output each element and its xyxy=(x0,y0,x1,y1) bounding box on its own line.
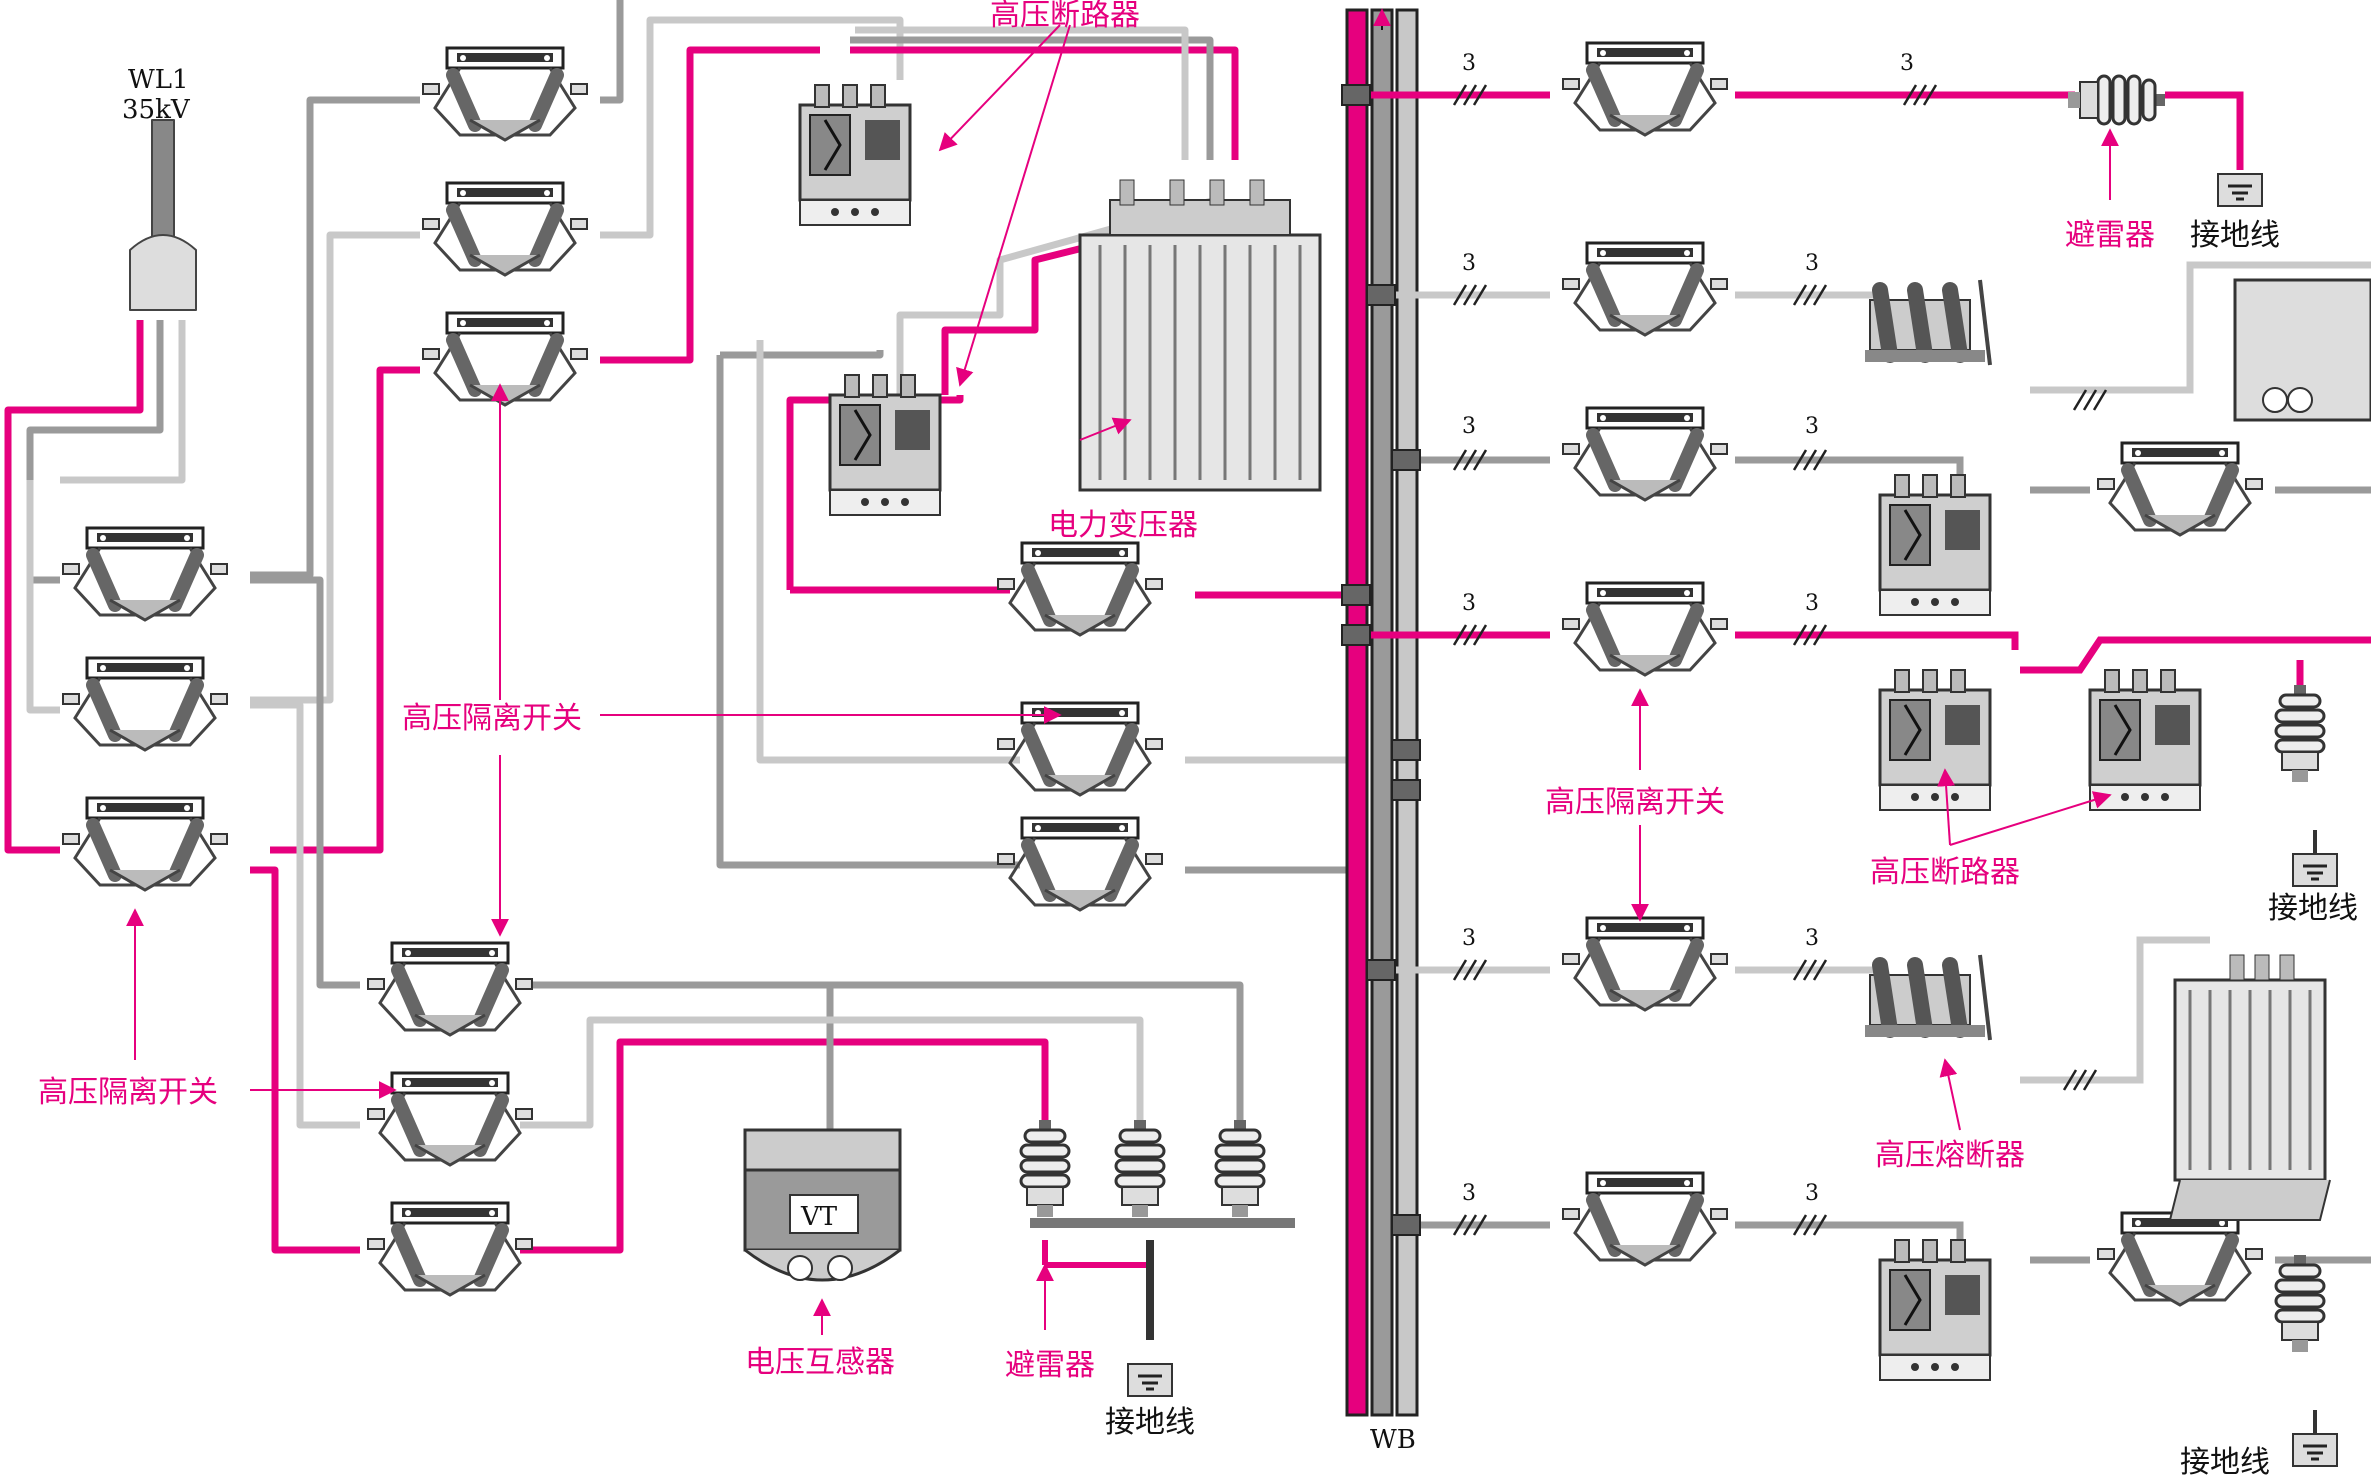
busbar-label: WB xyxy=(1370,1425,1416,1455)
ground-right-bottom-label: 接地线 xyxy=(2180,1445,2270,1477)
ground-right-mid-label: 接地线 xyxy=(2268,891,2358,926)
feeder-count-4b: 3 xyxy=(1805,591,1819,616)
feeder-count-6b: 3 xyxy=(1805,1181,1819,1206)
source-voltage: 35kV xyxy=(122,95,191,125)
hv-fuses xyxy=(1865,280,1990,1040)
hv-breaker-top-label: 高压断路器 xyxy=(990,0,1140,33)
vt-plate-label: VT xyxy=(800,1202,838,1232)
feeder-count-5b: 3 xyxy=(1805,926,1819,951)
isolator-right-label: 高压隔离开关 xyxy=(1545,785,1725,820)
ground-bottom-label: 接地线 xyxy=(1105,1405,1195,1440)
feeder-count-3b: 3 xyxy=(1805,414,1819,439)
hv-breaker-right-label: 高压断路器 xyxy=(1870,855,2020,890)
feeder-count-5a: 3 xyxy=(1462,926,1476,951)
feeder-count-4a: 3 xyxy=(1462,591,1476,616)
distribution-transformer-graphic xyxy=(2168,954,2331,1221)
feeder-count-1b: 3 xyxy=(1900,51,1914,76)
source-name: WL1 xyxy=(128,65,189,95)
hv-fuse-label: 高压熔断器 xyxy=(1875,1138,2025,1173)
circuit-breakers xyxy=(798,83,2202,1382)
feeder-count-6a: 3 xyxy=(1462,1181,1476,1206)
feeder-count-2b: 3 xyxy=(1805,251,1819,276)
surge-arresters xyxy=(1019,74,2326,1354)
busbar xyxy=(1345,8,1419,1417)
power-transformer-label: 电力变压器 xyxy=(1048,508,1198,543)
ground-top-right-label: 接地线 xyxy=(2190,218,2280,253)
feeder-count-3a: 3 xyxy=(1462,414,1476,439)
feeder-count-2a: 3 xyxy=(1462,251,1476,276)
three-phase-marks xyxy=(1452,83,2108,1237)
small-transformer-graphic xyxy=(2233,278,2371,422)
ground-symbols xyxy=(1126,172,2339,1468)
arrester-top-right-label: 避雷器 xyxy=(2065,218,2155,253)
arrester-bottom-label: 避雷器 xyxy=(1005,1348,1095,1383)
voltage-transformer-label: 电压互感器 xyxy=(745,1345,895,1380)
power-transformer-graphic xyxy=(1078,179,1322,492)
feeder-count-1a: 3 xyxy=(1462,51,1476,76)
isolator-left-lower-label: 高压隔离开关 xyxy=(38,1075,218,1110)
voltage-transformer-graphic xyxy=(743,1128,902,1282)
isolator-left-upper-label: 高压隔离开关 xyxy=(402,701,582,736)
